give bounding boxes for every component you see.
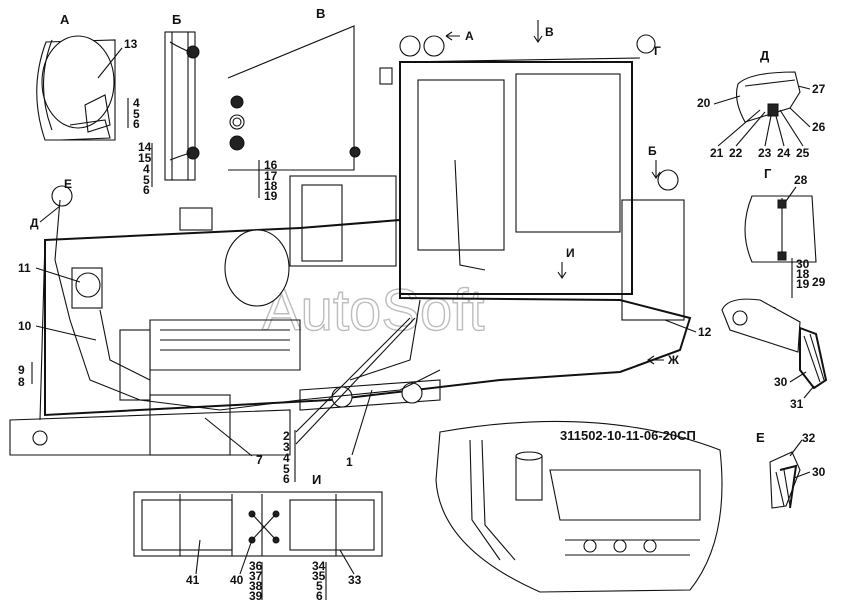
detail-inset: 311502-10-11-06-20СП [435, 420, 723, 593]
callout-32: 32 [802, 431, 816, 445]
callout-5b: 5 [143, 173, 150, 187]
callout-38: 38 [249, 579, 263, 593]
callout-30b: 30 [774, 375, 788, 389]
air-cleaner [224, 229, 290, 307]
drawing-number: 311502-10-11-06-20СП [560, 428, 696, 443]
callout-5d: 5 [316, 579, 323, 593]
inset-battery [515, 455, 543, 501]
view-g-label: Г [764, 166, 772, 181]
callout-7: 7 [256, 453, 263, 467]
side-lamp [51, 185, 73, 207]
view-d: Д 20 27 26 21 22 23 24 25 [697, 48, 826, 160]
arrow-label-g: Г [654, 44, 661, 58]
arrow-label-e: Е [64, 177, 72, 191]
tractor-main-view: А В Г Б Е Д 11 [9, 20, 712, 486]
callout-17: 17 [264, 169, 278, 183]
work-light-rear [636, 34, 656, 54]
callout-19b: 19 [796, 277, 810, 291]
arrow-label-v: В [545, 25, 554, 39]
work-light-front-2 [423, 35, 445, 57]
view-v-label: В [316, 6, 325, 21]
callout-34: 34 [312, 559, 326, 573]
view-e-label: Е [756, 430, 765, 445]
callout-9: 9 [18, 363, 25, 377]
fuel-tank [621, 199, 685, 321]
callout-1: 1 [346, 455, 353, 469]
callout-2: 2 [283, 429, 290, 443]
callout-29: 29 [812, 275, 826, 289]
callout-23: 23 [758, 146, 772, 160]
callout-41: 41 [186, 573, 200, 587]
arrow-label-d: Д [30, 216, 39, 230]
cab-frame [399, 61, 633, 295]
view-d-label: Д [760, 48, 770, 63]
callout-11: 11 [18, 261, 31, 275]
callout-6c: 6 [283, 472, 290, 486]
view-zh: Ж 30 31 [721, 298, 828, 411]
callout-5: 5 [133, 107, 140, 121]
view-b: Б 14 15 4 5 6 [138, 12, 200, 197]
callout-8: 8 [18, 375, 25, 389]
view-i: И 41 40 36 37 38 39 34 35 5 6 33 [133, 472, 383, 603]
callout-12: 12 [698, 325, 712, 339]
battery [119, 329, 151, 401]
arrow-label-i: И [566, 246, 575, 260]
arrow-label-b: Б [648, 144, 657, 158]
callout-6: 6 [133, 117, 140, 131]
inset-outline [435, 420, 723, 593]
callout-30c: 30 [812, 465, 826, 479]
view-i-label: И [312, 472, 321, 487]
callout-33: 33 [348, 573, 362, 587]
callout-3: 3 [283, 440, 290, 454]
callout-18: 18 [264, 179, 278, 193]
work-light-front-1 [399, 35, 421, 57]
callout-31: 31 [790, 397, 804, 411]
callout-15: 15 [138, 151, 152, 165]
callout-5c: 5 [283, 462, 290, 476]
callout-6b: 6 [143, 183, 150, 197]
battery-box [133, 491, 383, 557]
callout-20: 20 [697, 96, 711, 110]
callout-26: 26 [812, 120, 826, 134]
callout-13: 13 [124, 37, 138, 51]
callout-4c: 4 [283, 451, 290, 465]
headlamp-shape [41, 35, 115, 129]
callout-28: 28 [794, 173, 808, 187]
callout-16: 16 [264, 158, 278, 172]
callout-30: 30 [796, 257, 810, 271]
view-a-label: А [60, 12, 70, 27]
callout-6d: 6 [316, 589, 323, 603]
view-a: А 13 4 5 6 [36, 12, 140, 141]
view-g: Г 28 30 18 19 29 [744, 166, 826, 298]
callout-10: 10 [18, 319, 32, 333]
callout-21: 21 [710, 146, 724, 160]
arrow-label-zh: Ж [667, 353, 679, 367]
view-b-label: Б [172, 12, 181, 27]
callout-14: 14 [138, 140, 152, 154]
callout-25: 25 [796, 146, 810, 160]
callout-4: 4 [133, 96, 140, 110]
rear-lamp [657, 169, 679, 191]
watermark: AutoSoft [262, 278, 484, 343]
callout-18b: 18 [796, 267, 810, 281]
callout-36: 36 [249, 559, 263, 573]
callout-4b: 4 [143, 162, 150, 176]
view-e: Е 32 30 [756, 430, 826, 509]
callout-40: 40 [230, 573, 244, 587]
callout-22: 22 [729, 146, 743, 160]
callout-37: 37 [249, 569, 263, 583]
callout-19: 19 [264, 189, 278, 203]
callout-35: 35 [312, 569, 326, 583]
view-v: В 16 17 18 19 [227, 6, 361, 203]
callout-24: 24 [777, 146, 791, 160]
callout-27: 27 [812, 82, 826, 96]
arrow-label-a: А [465, 29, 474, 43]
callout-39: 39 [249, 589, 263, 603]
